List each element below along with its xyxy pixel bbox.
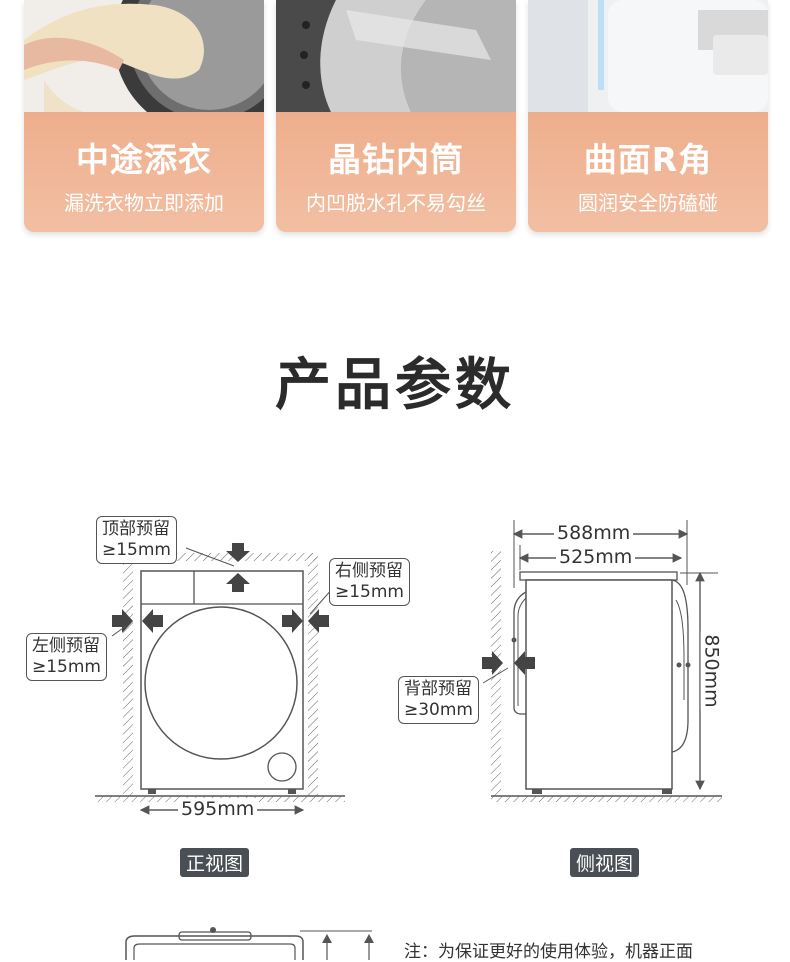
feature-card-midway-add: 中途添衣 漏洗衣物立即添加 (24, 0, 264, 232)
side-view-caption: 侧视图 (570, 848, 640, 877)
section-title: 产品参数 (275, 353, 515, 418)
feature-card-diamond-drum: 晶钻内筒 内凹脱水孔不易勾丝 (276, 0, 516, 232)
back-clearance-label: 背部预留 (404, 679, 472, 699)
front-width-label: 595mm (178, 798, 258, 820)
left-clearance-label: 左侧预留 (32, 636, 100, 656)
drum-photo (276, 0, 516, 112)
left-clearance-callout: 左侧预留 ≥15mm (26, 633, 107, 681)
side-depth-body-label: 525mm (556, 546, 636, 568)
feature-subtitle: 漏洗衣物立即添加 (64, 191, 224, 215)
right-clearance-label: 右侧预留 (335, 561, 403, 581)
feature-subtitle: 圆润安全防磕碰 (578, 191, 718, 215)
top-clearance-callout: 顶部预留 ≥15mm (96, 516, 177, 564)
top-clearance-value: ≥15mm (102, 540, 171, 560)
feature-subtitle: 内凹脱水孔不易勾丝 (306, 191, 486, 215)
laundry-photo (24, 0, 264, 112)
feature-title: 曲面R角 (583, 140, 713, 179)
feature-title: 中途添衣 (76, 140, 212, 179)
machine-corner-photo (528, 0, 768, 112)
feature-title: 晶钻内筒 (328, 140, 464, 179)
front-view-caption: 正视图 (180, 848, 250, 877)
card-band (24, 112, 264, 232)
back-clearance-callout: 背部预留 ≥30mm (398, 676, 479, 724)
right-clearance-value: ≥15mm (335, 582, 404, 602)
card-band (528, 112, 768, 232)
top-clearance-label: 顶部预留 (102, 519, 170, 539)
card-band (276, 112, 516, 232)
side-depth-total-label: 588mm (554, 522, 634, 544)
installation-note: 注：为保证更好的使用体验，机器正面 (404, 942, 693, 962)
right-clearance-callout: 右侧预留 ≥15mm (329, 558, 410, 606)
left-clearance-value: ≥15mm (32, 657, 101, 677)
feature-card-curved-corner: 曲面R角 圆润安全防磕碰 (528, 0, 768, 232)
back-clearance-value: ≥30mm (404, 700, 473, 720)
